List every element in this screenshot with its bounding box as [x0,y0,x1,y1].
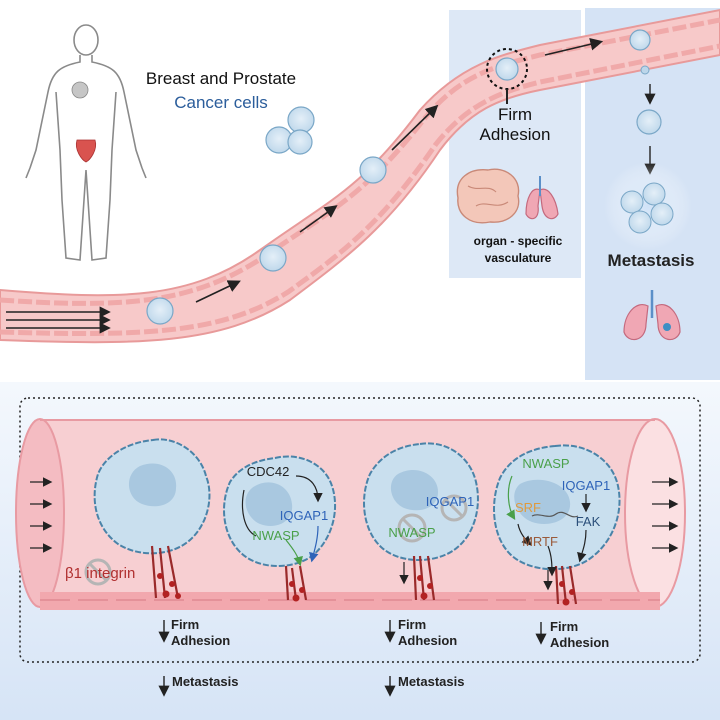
label-fak: FAK [576,514,601,529]
brain-icon [456,168,520,224]
title-line2: Cancer cells [174,93,268,112]
breast-icon [71,81,89,99]
label-nwasp-cell4: NWASP [522,456,569,471]
firm-adhesion-line1: Firm [498,105,532,124]
cancer-cell-1 [93,438,211,599]
cancer-cells-cluster [265,106,315,155]
lungs-icon-metastasis [623,290,681,341]
label-iqgap1-cell3: IQGAP1 [426,494,474,509]
tumor-cluster [620,182,674,234]
metastasis-outcome-2: Metastasis [384,674,464,697]
metastasis-label-1: Metastasis [172,674,238,689]
organ-line2: vasculature [485,251,552,265]
travel-arrows [195,37,604,303]
title-line1: Breast and Prostate [146,69,296,88]
firm-label-2a: Firm [398,617,426,632]
organ-line1: organ - specific [474,234,563,248]
label-iqgap1-cell2: IQGAP1 [280,508,328,523]
circulating-cells [146,29,651,325]
dna-icon [531,511,579,518]
label-srf: SRF [515,500,541,515]
prostate-icon [75,139,97,163]
outcome-cell3: Firm Adhesion [384,617,457,648]
mechanism-frame [19,397,701,663]
label-iqgap1-cell4: IQGAP1 [562,478,610,493]
firm-label-3b: Adhesion [550,635,609,650]
cancer-cell-3 [363,442,479,601]
metastasis-label-top: Metastasis [608,251,695,270]
label-nwasp-cell2: NWASP [252,528,299,543]
cancer-cell-4 [493,444,621,606]
inhibited-icon-integrin [84,558,112,586]
label-nwasp-cell3: NWASP [388,525,435,540]
human-silhouette-icon [25,24,147,261]
lungs-icon-top [525,176,559,220]
firm-label-3a: Firm [550,619,578,634]
cancer-cell-2 [223,455,336,602]
flow-arrows-bottom-right [652,477,679,553]
label-mrtf: MRTF [522,534,558,549]
extravasation-path [636,65,662,175]
outcome-cell4: Firm Adhesion [535,619,609,650]
firm-label-2b: Adhesion [398,633,457,648]
flow-arrows-bottom-left [30,477,53,553]
label-cdc42: CDC42 [247,464,290,479]
integrin-label: β1 integrin [65,565,135,582]
metastasis-label-2: Metastasis [398,674,464,689]
metastasis-outcome-1: Metastasis [158,674,238,697]
tumor-glow [604,162,692,250]
firm-label-1a: Firm [171,617,199,632]
inhibited-slash [88,562,108,582]
firm-label-1b: Adhesion [171,633,230,648]
firm-adhesion-line2: Adhesion [480,125,551,144]
outcome-cell2: Firm Adhesion [158,617,230,648]
flow-arrows-left [6,306,111,334]
